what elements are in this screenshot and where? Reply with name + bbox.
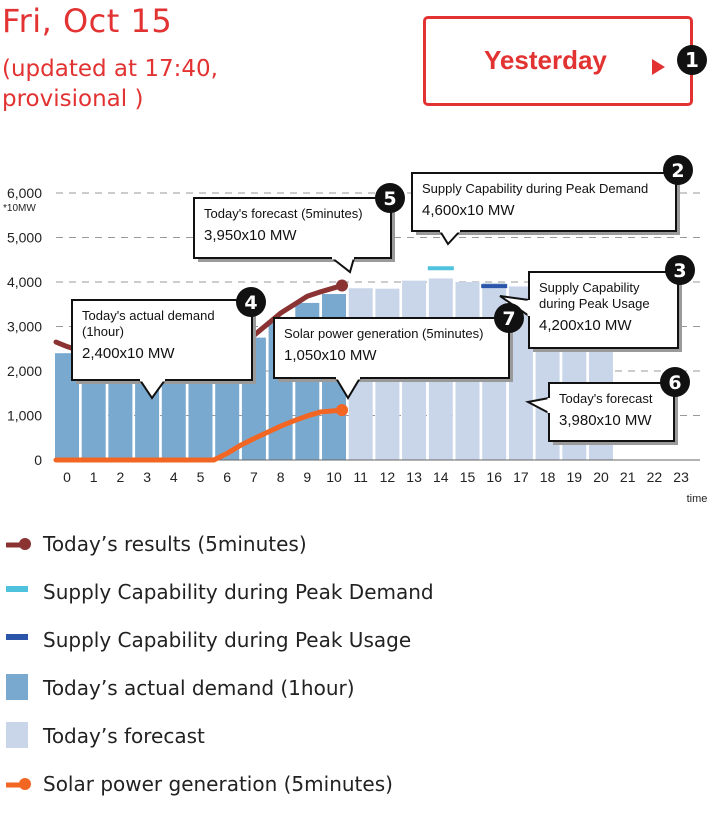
legend-item: Supply Capability during Peak Usage bbox=[6, 624, 706, 672]
callout-badge-number: 5 bbox=[383, 188, 396, 210]
callout-value: 3,980x10 MW bbox=[559, 412, 652, 429]
callout-label: Solar power generation (5minutes) bbox=[284, 326, 483, 341]
series-end-dot bbox=[336, 279, 349, 292]
x-tick-label: 6 bbox=[223, 469, 231, 485]
y-tick-label: 0 bbox=[34, 452, 42, 468]
badge-1: 1 bbox=[677, 45, 707, 75]
callout-label: during Peak Usage bbox=[539, 296, 650, 311]
legend-swatch bbox=[6, 586, 28, 592]
callout-box bbox=[548, 382, 675, 442]
x-tick-label: 7 bbox=[250, 469, 258, 485]
legend-swatch bbox=[6, 722, 28, 748]
legend-label: Today’s forecast bbox=[43, 724, 205, 748]
callout-badge bbox=[660, 367, 690, 397]
callout-badge-number: 4 bbox=[244, 292, 257, 314]
yesterday-label: Yesterday bbox=[484, 45, 607, 75]
callout-value: 3,950x10 MW bbox=[204, 227, 297, 244]
x-tick-label: 3 bbox=[143, 469, 151, 485]
callout-label: Today's forecast (5minutes) bbox=[204, 206, 363, 221]
callout-box bbox=[411, 172, 677, 232]
callout-label: Today's forecast bbox=[559, 391, 653, 406]
legend-item: Solar power generation (5minutes) bbox=[6, 768, 706, 816]
legend-swatch bbox=[6, 634, 28, 640]
x-tick-label: 2 bbox=[117, 469, 125, 485]
x-tick-label: 22 bbox=[647, 469, 663, 485]
callout-badge bbox=[665, 255, 695, 285]
callout-value: 1,050x10 MW bbox=[284, 347, 377, 364]
x-tick-label: 21 bbox=[620, 469, 636, 485]
callout-badge bbox=[494, 303, 524, 333]
callout-badge-number: 7 bbox=[502, 308, 515, 330]
callout-value: 4,200x10 MW bbox=[539, 317, 632, 334]
x-tick-label: 17 bbox=[513, 469, 529, 485]
callout-badge-number: 2 bbox=[671, 160, 684, 182]
y-tick-label: 2,000 bbox=[7, 363, 42, 379]
callout-badge bbox=[236, 287, 266, 317]
legend-item: Today’s actual demand (1hour) bbox=[6, 672, 706, 720]
callout-box bbox=[273, 317, 510, 379]
y-tick-label: 4,000 bbox=[7, 274, 42, 290]
callout-label: Today's actual demand bbox=[82, 308, 215, 323]
x-tick-label: 4 bbox=[170, 469, 178, 485]
callout-label: Supply Capability during Peak Demand bbox=[422, 181, 648, 196]
x-tick-label: 13 bbox=[406, 469, 422, 485]
series-line bbox=[53, 407, 345, 463]
callout-pointer bbox=[329, 257, 356, 274]
legend-swatch bbox=[6, 674, 28, 700]
legend-label: Today’s actual demand (1hour) bbox=[43, 676, 355, 700]
x-tick-label: 0 bbox=[63, 469, 71, 485]
legend-item: Today’s forecast bbox=[6, 720, 706, 768]
callout-badge bbox=[375, 183, 405, 213]
updated-status: (updated at 17:40, provisional ) bbox=[2, 56, 218, 112]
y-tick-label: 1,000 bbox=[7, 408, 42, 424]
callout-label: Supply Capability bbox=[539, 280, 640, 295]
legend-label: Today’s results (5minutes) bbox=[43, 532, 307, 556]
y-tick-label: 3,000 bbox=[7, 319, 42, 335]
legend-item: Supply Capability during Peak Demand bbox=[6, 576, 706, 624]
x-tick-label: 14 bbox=[433, 469, 449, 485]
x-tick-label: 1 bbox=[90, 469, 98, 485]
x-tick-label: 9 bbox=[303, 469, 311, 485]
callout-box bbox=[528, 271, 679, 349]
y-tick-label: 6,000 bbox=[7, 185, 42, 201]
x-tick-label: 20 bbox=[593, 469, 609, 485]
series-end-dot bbox=[336, 404, 349, 417]
legend-item: Today’s results (5minutes) bbox=[6, 528, 706, 576]
x-tick-label: 10 bbox=[326, 469, 342, 485]
x-axis-label: time bbox=[687, 493, 708, 505]
date-title: Fri, Oct 15 bbox=[2, 2, 173, 40]
legend-label: Solar power generation (5minutes) bbox=[43, 772, 393, 796]
x-tick-label: 19 bbox=[567, 469, 583, 485]
x-tick-label: 5 bbox=[197, 469, 205, 485]
legend-swatch bbox=[6, 538, 31, 550]
x-tick-label: 15 bbox=[460, 469, 476, 485]
callout-value: 2,400x10 MW bbox=[82, 345, 175, 362]
callout-badge-number: 3 bbox=[673, 260, 686, 282]
callout-box bbox=[193, 197, 392, 259]
x-tick-label: 18 bbox=[540, 469, 556, 485]
arrow-right-icon bbox=[652, 59, 665, 75]
x-tick-label: 16 bbox=[486, 469, 502, 485]
x-tick-label: 8 bbox=[277, 469, 285, 485]
x-tick-label: 12 bbox=[380, 469, 396, 485]
callout-box bbox=[71, 299, 253, 381]
y-unit-label: *10MW bbox=[3, 203, 36, 214]
callout-badge-number: 6 bbox=[668, 372, 681, 394]
legend-label: Supply Capability during Peak Demand bbox=[43, 580, 434, 604]
callout-value: 4,600x10 MW bbox=[422, 202, 515, 219]
callout-label: (1hour) bbox=[82, 324, 124, 339]
legend-label: Supply Capability during Peak Usage bbox=[43, 628, 412, 652]
bar bbox=[108, 362, 133, 460]
x-tick-label: 23 bbox=[673, 469, 689, 485]
x-tick-label: 11 bbox=[353, 469, 368, 485]
callout-pointer bbox=[438, 230, 463, 246]
callout-badge bbox=[663, 155, 693, 185]
legend-swatch bbox=[6, 778, 31, 790]
chart-legend: Today’s results (5minutes) Supply Capabil… bbox=[6, 528, 706, 816]
y-tick-label: 5,000 bbox=[7, 230, 42, 246]
